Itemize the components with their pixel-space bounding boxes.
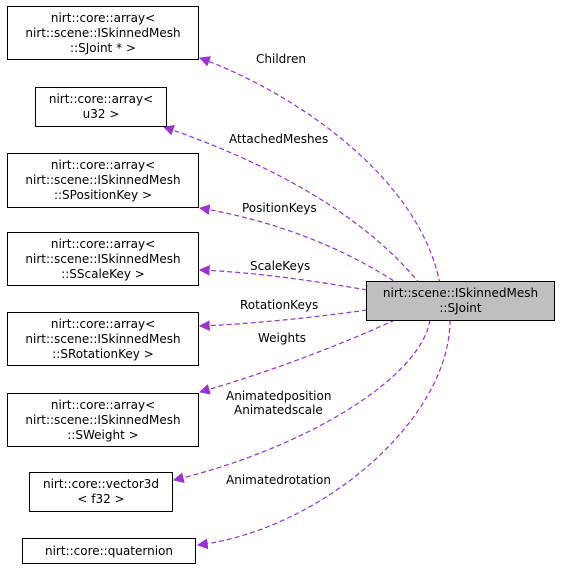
node-position-type[interactable]: nirt::core::array<nirt::scene::ISkinnedM… <box>7 153 199 208</box>
node-label-line: nirt::core::quaternion <box>44 543 173 558</box>
node-label-line: < f32 > <box>77 492 125 506</box>
edge-children <box>198 56 441 285</box>
node-weight-type[interactable]: nirt::core::array<nirt::scene::ISkinnedM… <box>7 393 199 447</box>
edge-animated-vector <box>172 319 431 483</box>
node-attached-type[interactable]: nirt::core::array<u32 > <box>35 87 167 127</box>
node-label-line: nirt::scene::ISkinnedMesh <box>25 173 181 187</box>
node-quaternion-type[interactable]: nirt::core::quaternion <box>22 538 196 564</box>
label-children: Children <box>256 52 306 66</box>
edge-rotation-keys <box>198 309 368 332</box>
node-label-line: nirt::scene::ISkinnedMesh <box>25 331 181 346</box>
edge-weights <box>198 319 396 395</box>
node-label-line: ::SRotationKey > <box>52 346 154 361</box>
label-animated-position: Animatedposition <box>226 389 332 403</box>
node-label-line: nirt::core::array< <box>50 158 156 172</box>
node-label-line: nirt::core::array< <box>50 397 156 412</box>
node-scale-type[interactable]: nirt::core::array<nirt::scene::ISkinnedM… <box>7 232 199 286</box>
node-rotation-type[interactable]: nirt::core::array<nirt::scene::ISkinnedM… <box>7 312 199 366</box>
node-label-line: nirt::scene::ISkinnedMesh <box>25 251 181 266</box>
label-scale-keys: ScaleKeys <box>250 259 311 273</box>
node-label-line: ::SPositionKey > <box>53 188 153 202</box>
node-label-line: ::SWeight > <box>67 427 139 442</box>
label-animated-scale: Animatedscale <box>234 403 323 417</box>
node-sjoint[interactable]: nirt::scene::ISkinnedMesh::SJoint <box>366 281 555 321</box>
edge-attached-meshes <box>162 125 421 285</box>
label-attached-meshes: AttachedMeshes <box>229 132 329 146</box>
node-label-line: ::SJoint * > <box>70 40 136 55</box>
label-animated-rotation: Animatedrotation <box>226 473 331 487</box>
node-label-line: nirt::scene::ISkinnedMesh <box>25 412 181 427</box>
node-label-line: nirt::core::vector3d <box>42 477 160 491</box>
node-label-line: nirt::core::array< <box>48 92 154 106</box>
label-weights: Weights <box>258 331 307 345</box>
node-label-line: nirt::scene::ISkinnedMesh <box>382 286 539 300</box>
node-label-line: nirt::core::array< <box>50 236 156 251</box>
node-label-line: nirt::core::array< <box>50 316 156 331</box>
label-position-keys: PositionKeys <box>242 201 317 215</box>
node-label-line: u32 > <box>82 107 120 121</box>
node-vector-type[interactable]: nirt::core::vector3d< f32 > <box>29 472 173 512</box>
label-rotation-keys: RotationKeys <box>240 298 319 312</box>
node-label-line: nirt::scene::ISkinnedMesh <box>25 25 181 40</box>
node-label-line: ::SScaleKey > <box>61 266 145 281</box>
node-label-line: nirt::core::array< <box>50 10 156 25</box>
edge-scale-keys <box>198 264 368 291</box>
node-children-type[interactable]: nirt::core::array<nirt::scene::ISkinnedM… <box>7 6 199 60</box>
edge-animated-rotation <box>196 319 451 550</box>
edge-position-keys <box>198 204 401 286</box>
node-label-line: ::SJoint <box>439 301 482 315</box>
